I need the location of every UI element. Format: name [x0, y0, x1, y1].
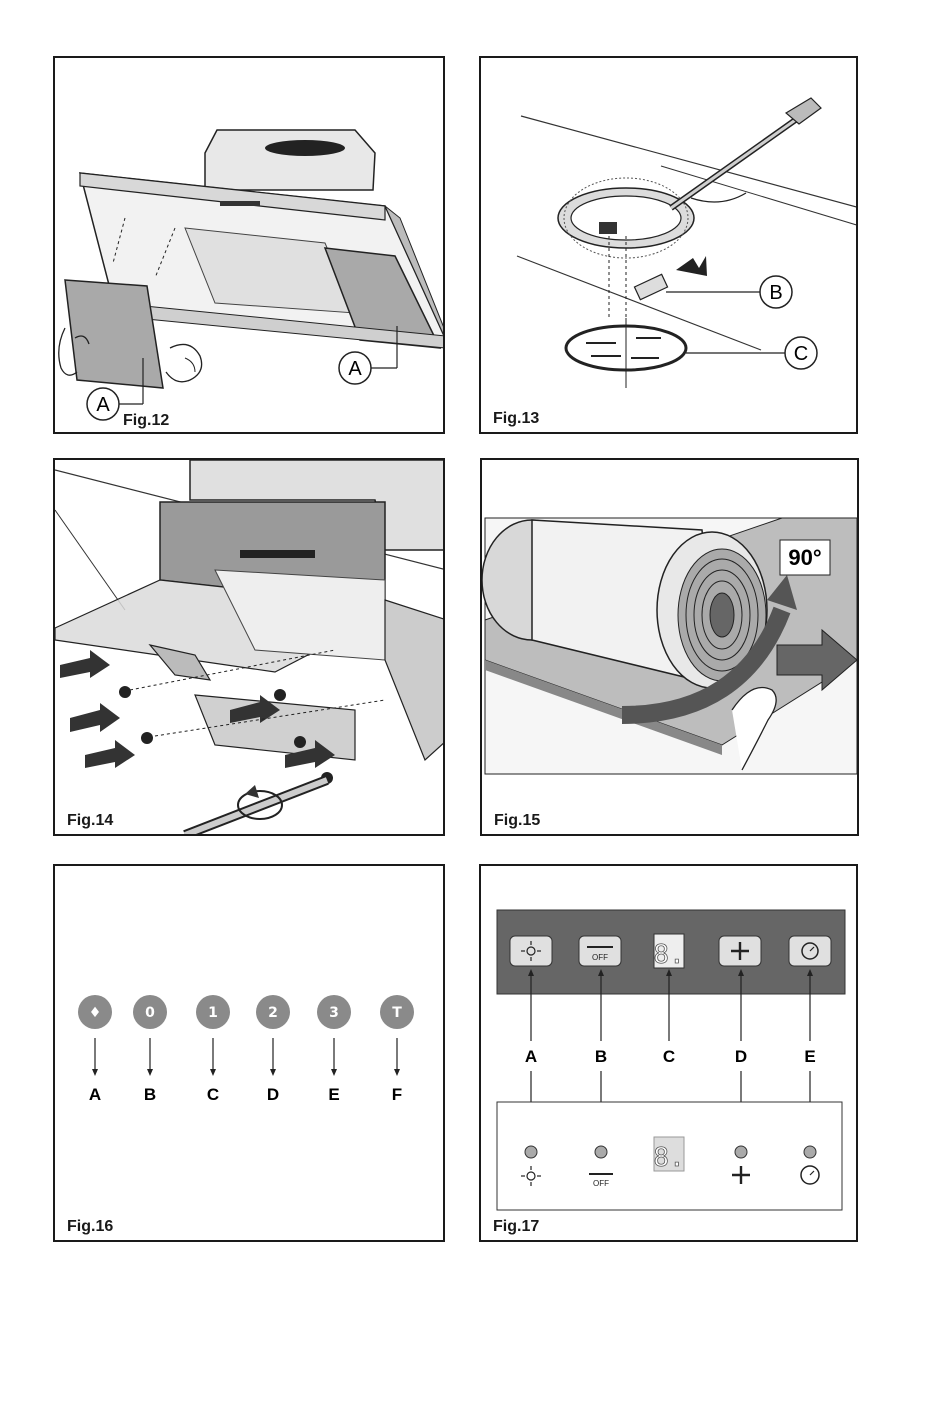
figure-14-illustration	[55, 460, 445, 836]
knob-f[interactable]: T	[380, 995, 414, 1029]
plus-button[interactable]	[719, 936, 761, 966]
off-button[interactable]: OFF	[579, 936, 621, 966]
callout-a-left: A	[96, 394, 110, 416]
control-letter-d: D	[735, 1047, 747, 1066]
figure-15-illustration: 90°	[482, 460, 859, 836]
display-digit-top: 8.	[653, 940, 684, 970]
figure-16-knobs: ♦ A 0B 1C 2D 3E T F	[55, 866, 445, 1242]
knob-symbol: 2	[268, 1005, 278, 1021]
figure-12-illustration: A A	[55, 58, 445, 434]
angle-badge: 90°	[788, 545, 821, 570]
figure-17-control-panel: OFF 8. A B C D E	[481, 866, 858, 1242]
knob-arrowhead	[92, 1069, 98, 1076]
knob-symbol: ♦	[89, 1005, 102, 1021]
knob-a[interactable]: ♦	[78, 995, 112, 1029]
figure-15-label: Fig.15	[494, 812, 540, 830]
figure-17-panel: OFF 8. A B C D E	[479, 864, 858, 1242]
knob-symbol: 0	[145, 1005, 155, 1021]
knob-d[interactable]: 2	[256, 995, 290, 1029]
light-button[interactable]	[510, 936, 552, 966]
knob-letter: E	[328, 1085, 339, 1104]
knob-arrowhead	[331, 1069, 337, 1076]
figure-14-label: Fig.14	[67, 812, 113, 830]
figure-14-panel: Fig.14	[53, 458, 445, 836]
knob-letter: D	[267, 1085, 279, 1104]
callout-c: C	[794, 343, 808, 365]
figure-13-label: Fig.13	[493, 410, 539, 428]
callout-b: B	[769, 282, 782, 304]
timer-button[interactable]	[789, 936, 831, 966]
knob-arrowhead	[270, 1069, 276, 1076]
control-letter-a: A	[525, 1047, 537, 1066]
knob-letter: C	[207, 1085, 219, 1104]
control-letter-e: E	[804, 1047, 815, 1066]
knob-letter: A	[89, 1085, 101, 1104]
knob-symbol: 1	[208, 1005, 218, 1021]
knob-symbol: 3	[329, 1005, 339, 1021]
control-letter-b: B	[595, 1047, 607, 1066]
off-icon-label: OFF	[593, 1179, 609, 1188]
knob-arrowhead	[210, 1069, 216, 1076]
knob-arrowhead	[147, 1069, 153, 1076]
figure-13-illustration: B C	[481, 58, 858, 434]
off-button-label: OFF	[592, 953, 608, 962]
knob-arrowhead	[394, 1069, 400, 1076]
figure-13-panel: B C Fig.13	[479, 56, 858, 434]
figure-12-label: Fig.12	[123, 412, 169, 430]
callout-a-right: A	[348, 358, 362, 380]
knob-letter: B	[144, 1085, 156, 1104]
knob-symbol: T	[392, 1005, 402, 1021]
knob-b[interactable]: 0	[133, 995, 167, 1029]
control-letter-c: C	[663, 1047, 675, 1066]
figure-15-panel: 90° Fig.15	[480, 458, 859, 836]
display-digit-bottom: 8.	[653, 1143, 684, 1173]
knob-e[interactable]: 3	[317, 995, 351, 1029]
knob-c[interactable]: 1	[196, 995, 230, 1029]
figure-12-panel: A A Fig.12	[53, 56, 445, 434]
figure-16-label: Fig.16	[67, 1218, 113, 1236]
figure-17-label: Fig.17	[493, 1218, 539, 1236]
knob-letter: F	[392, 1085, 402, 1104]
